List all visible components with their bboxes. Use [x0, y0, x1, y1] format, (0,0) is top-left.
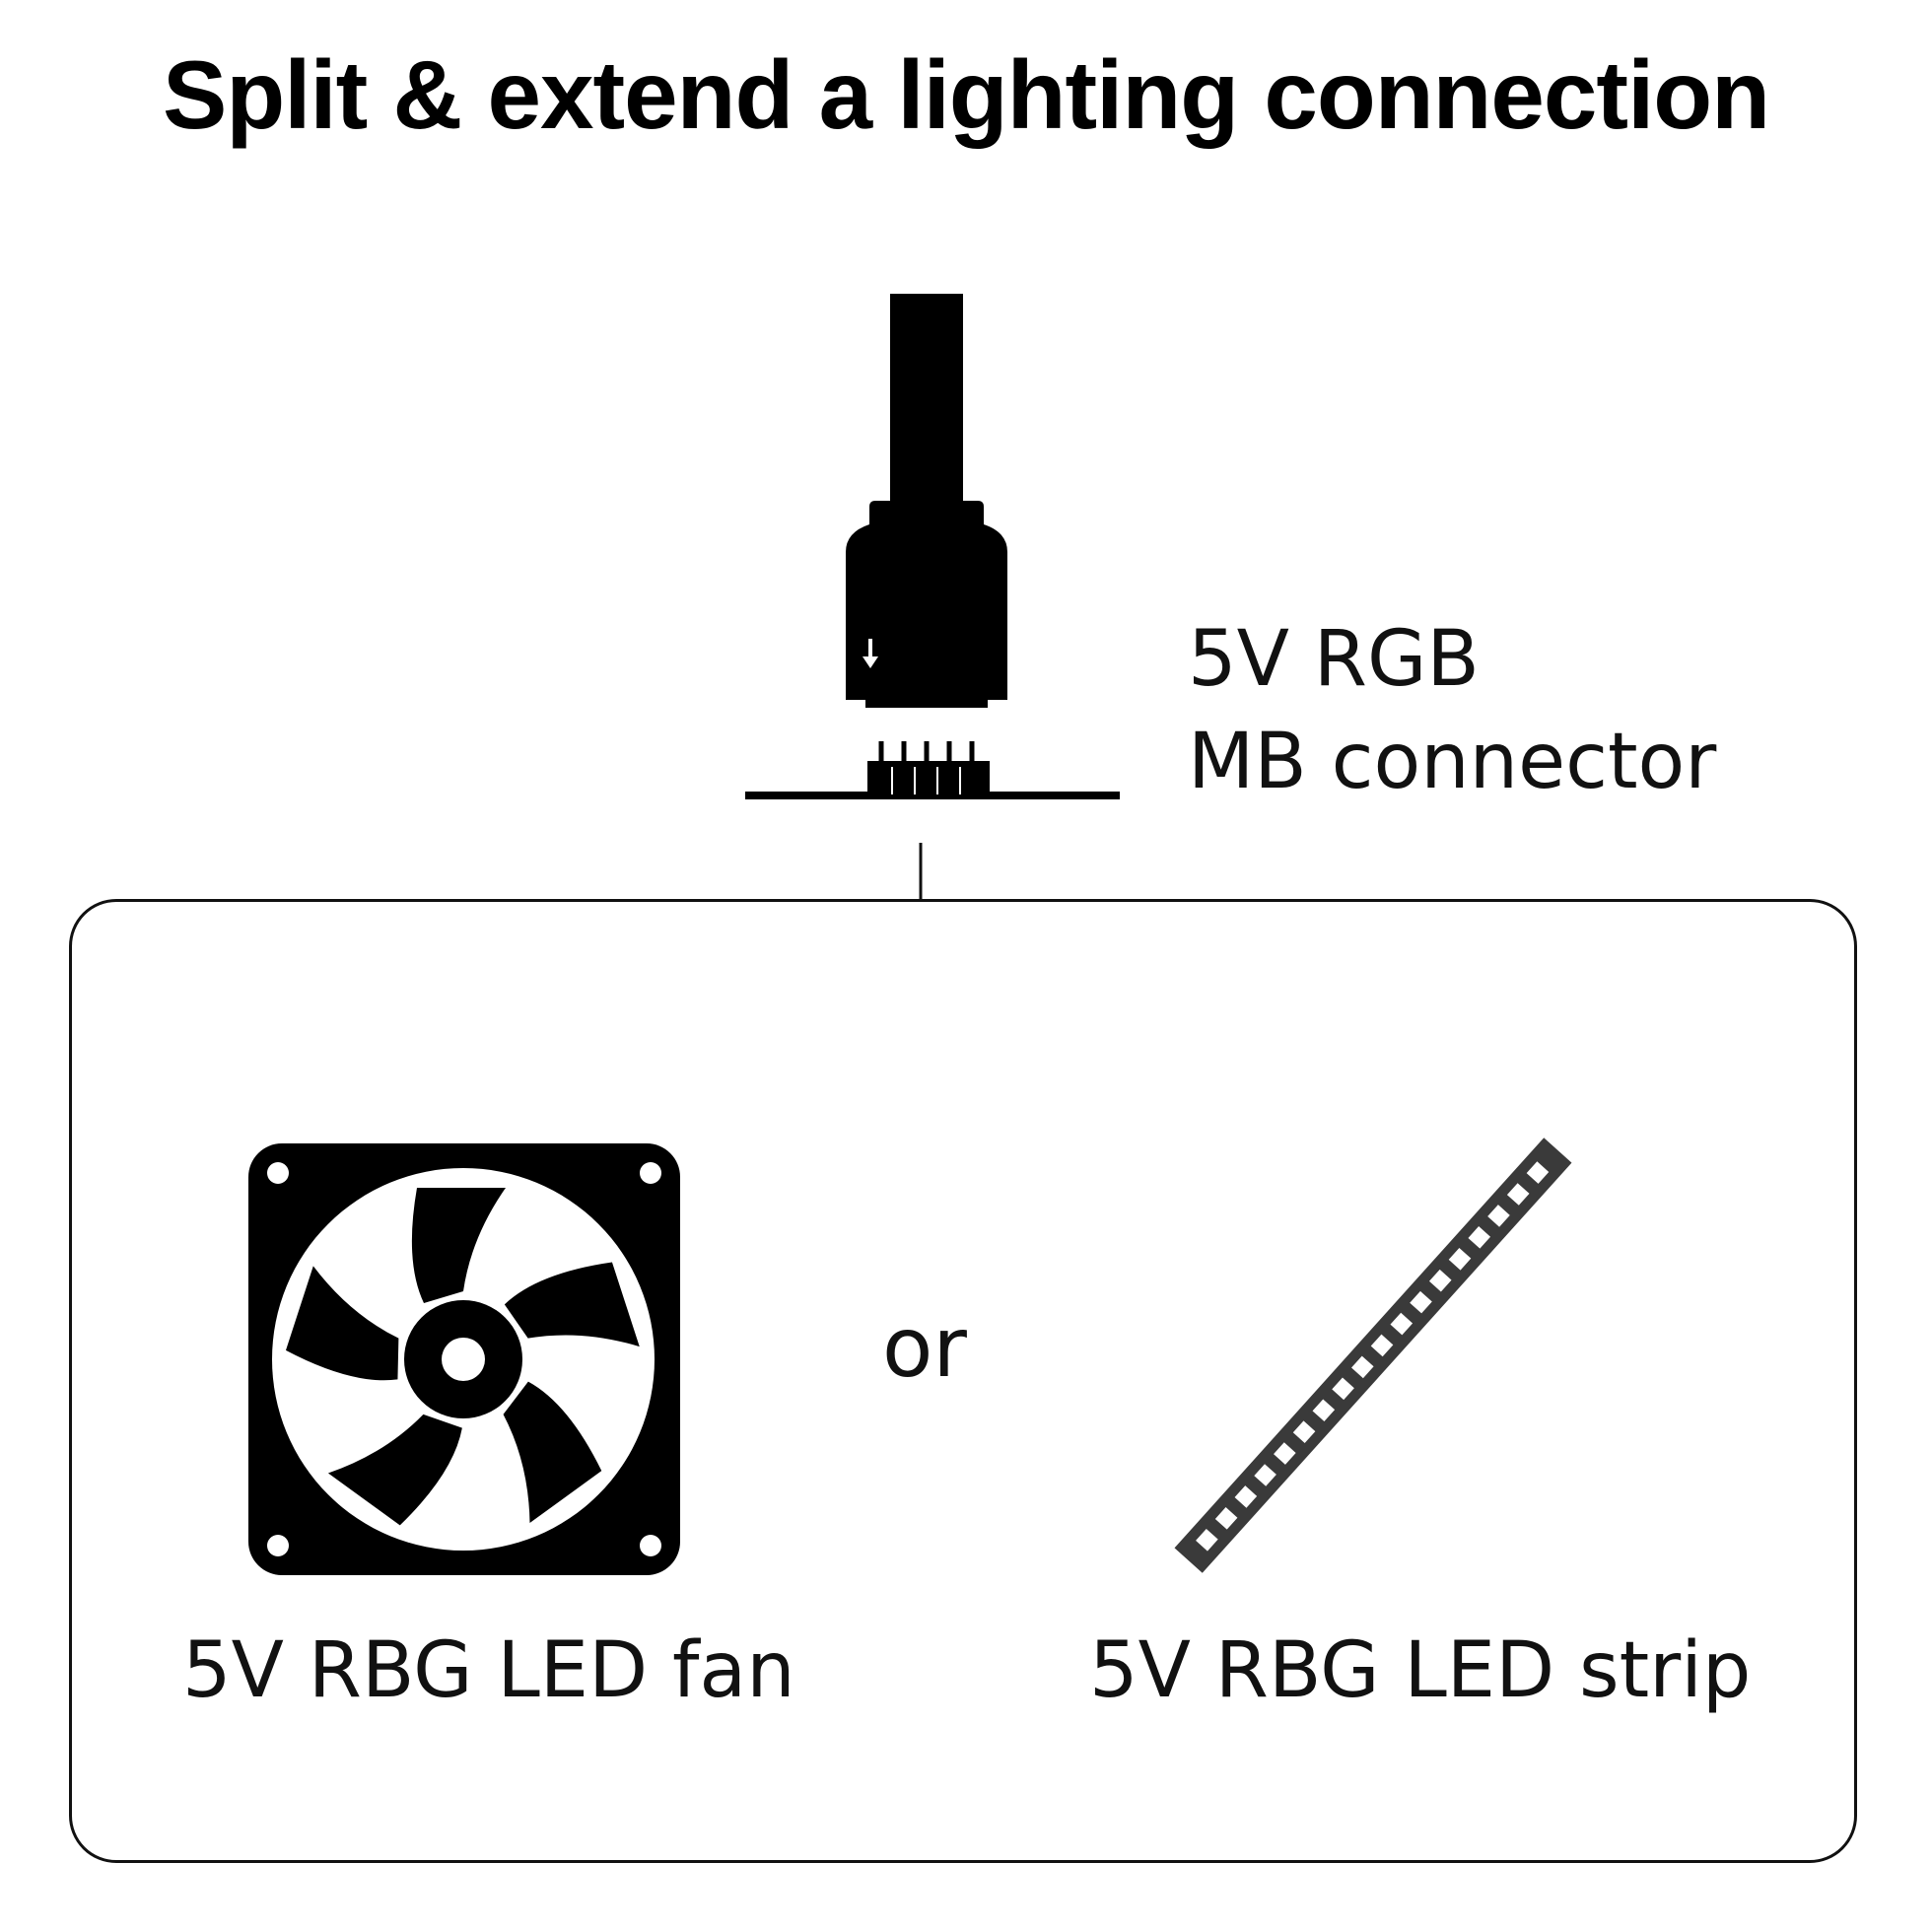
fan-blades — [285, 1188, 640, 1526]
led-chip — [1468, 1226, 1491, 1249]
fan-mount-hole — [267, 1162, 289, 1184]
fan-label: 5V RBG LED fan — [182, 1626, 795, 1715]
connector-label-line2: MB connector — [1188, 718, 1717, 806]
fan-icon — [248, 1143, 680, 1575]
led-chip — [1370, 1334, 1394, 1357]
connector-label-line1: 5V RGB — [1188, 615, 1480, 704]
led-chip — [1332, 1377, 1354, 1401]
led-chip — [1428, 1269, 1452, 1292]
rgb-header-plug-icon — [745, 294, 1120, 799]
strip-label: 5V RBG LED strip — [1089, 1626, 1752, 1715]
led-chip — [1390, 1312, 1414, 1336]
led-chip — [1196, 1528, 1218, 1552]
cable-body — [890, 294, 963, 501]
strip-body — [1174, 1138, 1572, 1573]
page-title: Split & extend a lighting connection — [162, 40, 1770, 149]
device-options-frame — [69, 899, 1857, 1863]
header-pins — [878, 741, 975, 794]
led-chip — [1526, 1161, 1550, 1184]
led-chip — [1254, 1464, 1276, 1486]
plug-arrow — [862, 639, 878, 668]
fan-hub-center — [442, 1338, 485, 1381]
or-separator: or — [882, 1299, 967, 1396]
led-chip — [1292, 1420, 1316, 1443]
led-chips — [1196, 1161, 1550, 1552]
board-line — [745, 792, 1120, 799]
plug-housing — [846, 501, 1007, 708]
led-chip — [1234, 1485, 1258, 1508]
fan-mount-hole — [640, 1535, 661, 1556]
led-chip — [1448, 1247, 1472, 1271]
led-chip — [1350, 1355, 1374, 1379]
led-chip — [1274, 1442, 1296, 1465]
led-strip-icon — [1174, 1138, 1572, 1573]
led-chip — [1214, 1507, 1238, 1530]
led-chip — [1410, 1290, 1432, 1314]
led-chip — [1312, 1399, 1336, 1422]
led-chip — [1506, 1183, 1530, 1206]
header-pin-gaps — [891, 767, 961, 794]
fan-mount-hole — [267, 1535, 289, 1556]
fan-mount-hole — [640, 1162, 661, 1184]
led-chip — [1487, 1205, 1510, 1227]
